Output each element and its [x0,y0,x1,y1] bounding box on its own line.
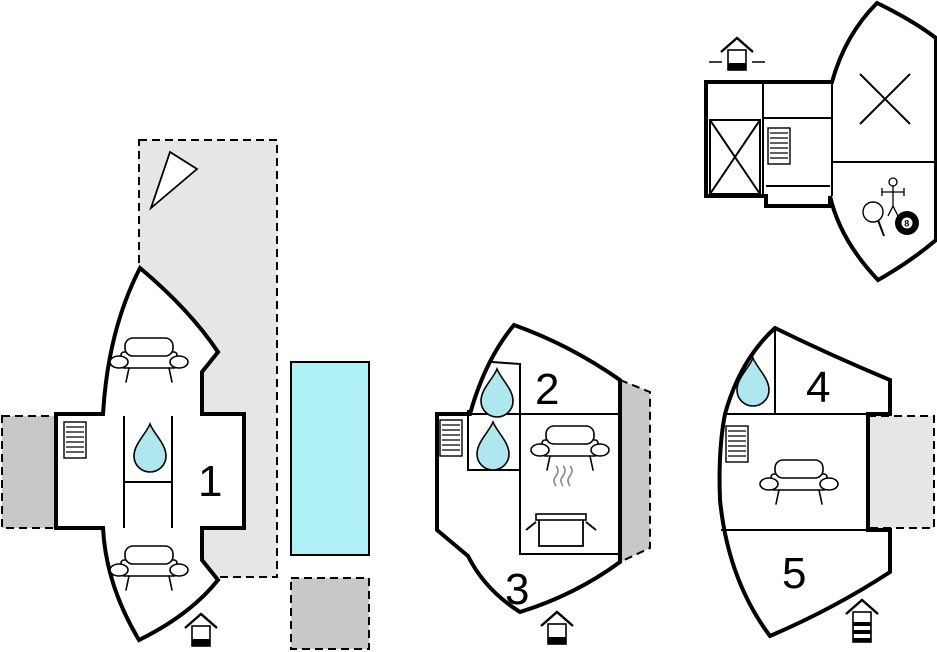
house-entrance-icon [719,36,755,72]
ping-pong-icon [862,201,885,237]
stairs-icon [725,425,749,463]
stairs-icon [63,421,87,459]
north-arrow-icon [149,150,199,211]
svg-text:8: 8 [904,218,909,228]
cooking-pot-icon [525,465,597,547]
terrace-middle [619,378,651,564]
terrace-small [290,577,370,650]
pool [290,361,370,556]
room-label: 2 [535,365,559,414]
table-football-icon [881,177,905,217]
room-label: 5 [782,549,806,598]
stairs-icon [439,419,463,457]
upper-floor-outline [704,0,937,283]
house-entrance-icon [844,598,880,644]
room-label: 3 [505,565,529,614]
terrace-right [867,415,935,529]
room-label: 4 [806,363,830,412]
billiard-ball-icon: 8 [895,211,919,235]
terrace-left [1,415,57,529]
stairs-icon [767,127,791,165]
room-label: 1 [198,457,222,506]
house-entrance-icon [539,610,575,646]
house-entrance-icon [183,612,219,648]
